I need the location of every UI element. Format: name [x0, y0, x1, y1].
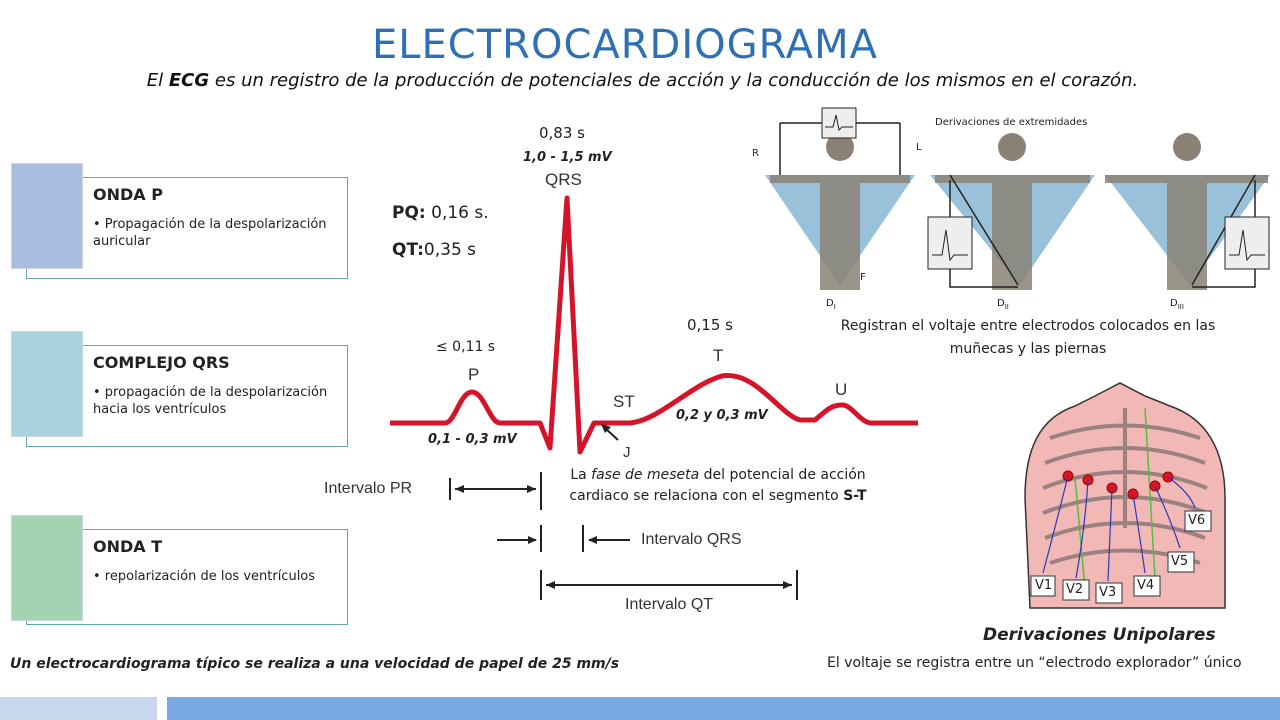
pq-val: 0,16 s. [425, 203, 489, 223]
qt-key: QT: [392, 240, 424, 260]
subtitle-post: es un registro de la producción de poten… [209, 70, 1139, 91]
qt-arrowhead-left [546, 581, 555, 589]
footer-band-right [167, 697, 1280, 720]
limb-leads-caption: Registran el voltaje entre electrodos co… [840, 318, 1216, 357]
j-label: J [623, 444, 631, 461]
lead-d3-main: D [1170, 298, 1178, 309]
page-subtitle: El ECG es un registro de la producción d… [0, 70, 1280, 91]
card-swatch [11, 163, 83, 269]
pr-interval-label: Intervalo PR [324, 480, 413, 497]
t-wave-label: T [713, 346, 724, 365]
subtitle-pre: El [146, 70, 169, 91]
card-swatch [11, 331, 83, 437]
qt-interval-label: Intervalo QT [625, 596, 714, 613]
pr-arrowhead-right [527, 485, 536, 493]
body-figure-3 [1105, 133, 1270, 290]
lead-v6-label: V6 [1188, 513, 1206, 528]
electrode-f-label: F [860, 272, 866, 283]
meseta-mid: del potencial de acción cardiaco se rela… [569, 467, 866, 504]
card-bullet: • propagación de la despolarización haci… [93, 385, 328, 417]
body-figure-2 [927, 133, 1095, 290]
lead-v2-label: V2 [1066, 582, 1084, 597]
qrs-wave-label: QRS [545, 170, 582, 189]
lead-v5-label: V5 [1171, 554, 1189, 569]
meseta-note: La fase de meseta del potencial de acció… [548, 465, 888, 507]
chest-leads-figure [1024, 382, 1226, 609]
qrs-arrowhead-right [588, 536, 597, 544]
pq-key: PQ: [392, 203, 426, 223]
subtitle-bold: ECG [168, 70, 210, 91]
body-figure-1 [765, 107, 915, 290]
card-bullet: • Propagación de la despolarización auri… [93, 217, 327, 249]
card-complejo-qrs: COMPLEJO QRS • propagación de la despola… [11, 331, 348, 447]
card-heading: COMPLEJO QRS [93, 353, 230, 372]
lead-d1-sub: I [833, 303, 836, 311]
limb-leads-figure [750, 105, 1275, 317]
p-wave-label: P [468, 365, 480, 384]
footer-note: Un electrocardiograma típico se realiza … [10, 656, 620, 672]
lead-d1-label: DI [826, 298, 836, 311]
lead-d2-sub: II [1004, 303, 1009, 311]
card-heading: ONDA T [93, 537, 163, 556]
card-onda-t: ONDA T • repolarización de los ventrícul… [11, 515, 348, 625]
card-onda-p: ONDA P • Propagación de la despolarizaci… [11, 163, 348, 279]
pq-value: PQ: 0,16 s. [392, 203, 489, 223]
qrs-mv-label: 1,0 - 1,5 mV [523, 150, 612, 165]
electrode-l-label: L [916, 142, 922, 153]
lead-d3-label: DIII [1170, 298, 1184, 311]
lead-d2-main: D [997, 298, 1005, 309]
qrs-time-label: 0,83 s [539, 124, 585, 142]
page-title: ELECTROCARDIOGRAMA [371, 22, 879, 68]
lead-d1-main: D [826, 298, 834, 309]
meseta-italic: fase de meseta [591, 467, 700, 483]
card-swatch [11, 515, 83, 621]
electrode-r-label: R [752, 148, 759, 159]
t-mv-label: 0,2 y 0,3 mV [676, 408, 768, 423]
qt-arrowhead-right [783, 581, 792, 589]
p-mv-label: 0,1 - 0,3 mV [428, 432, 517, 447]
t-time-label: 0,15 s [687, 316, 733, 334]
pr-arrowhead-left [455, 485, 464, 493]
meseta-pre: La [570, 467, 592, 483]
qrs-arrowhead-left [528, 536, 537, 544]
card-bullet: • repolarización de los ventrículos [93, 569, 316, 584]
lead-v3-label: V3 [1099, 585, 1117, 600]
unipolar-title: Derivaciones Unipolares [983, 625, 1216, 645]
lead-v1-label: V1 [1035, 578, 1053, 593]
j-arrowhead [601, 424, 611, 433]
lead-d3-sub: III [1177, 303, 1184, 311]
qt-val: 0,35 s [423, 240, 477, 260]
p-time-label: ≤ 0,11 s [436, 339, 496, 355]
lead-d2-label: DII [997, 298, 1009, 311]
qrs-interval-label: Intervalo QRS [641, 531, 742, 548]
qt-value: QT:0,35 s [392, 240, 476, 260]
ecg-trace [390, 195, 918, 455]
u-wave-label: U [835, 380, 848, 399]
footer-band-left [0, 697, 157, 720]
st-label: ST [613, 392, 635, 411]
limb-leads-heading: Derivaciones de extremidades [935, 117, 1088, 128]
lead-v4-label: V4 [1137, 578, 1155, 593]
unipolar-caption: El voltaje se registra entre un “electro… [827, 655, 1242, 671]
meseta-bold: S-T [843, 488, 867, 504]
card-heading: ONDA P [93, 185, 163, 204]
